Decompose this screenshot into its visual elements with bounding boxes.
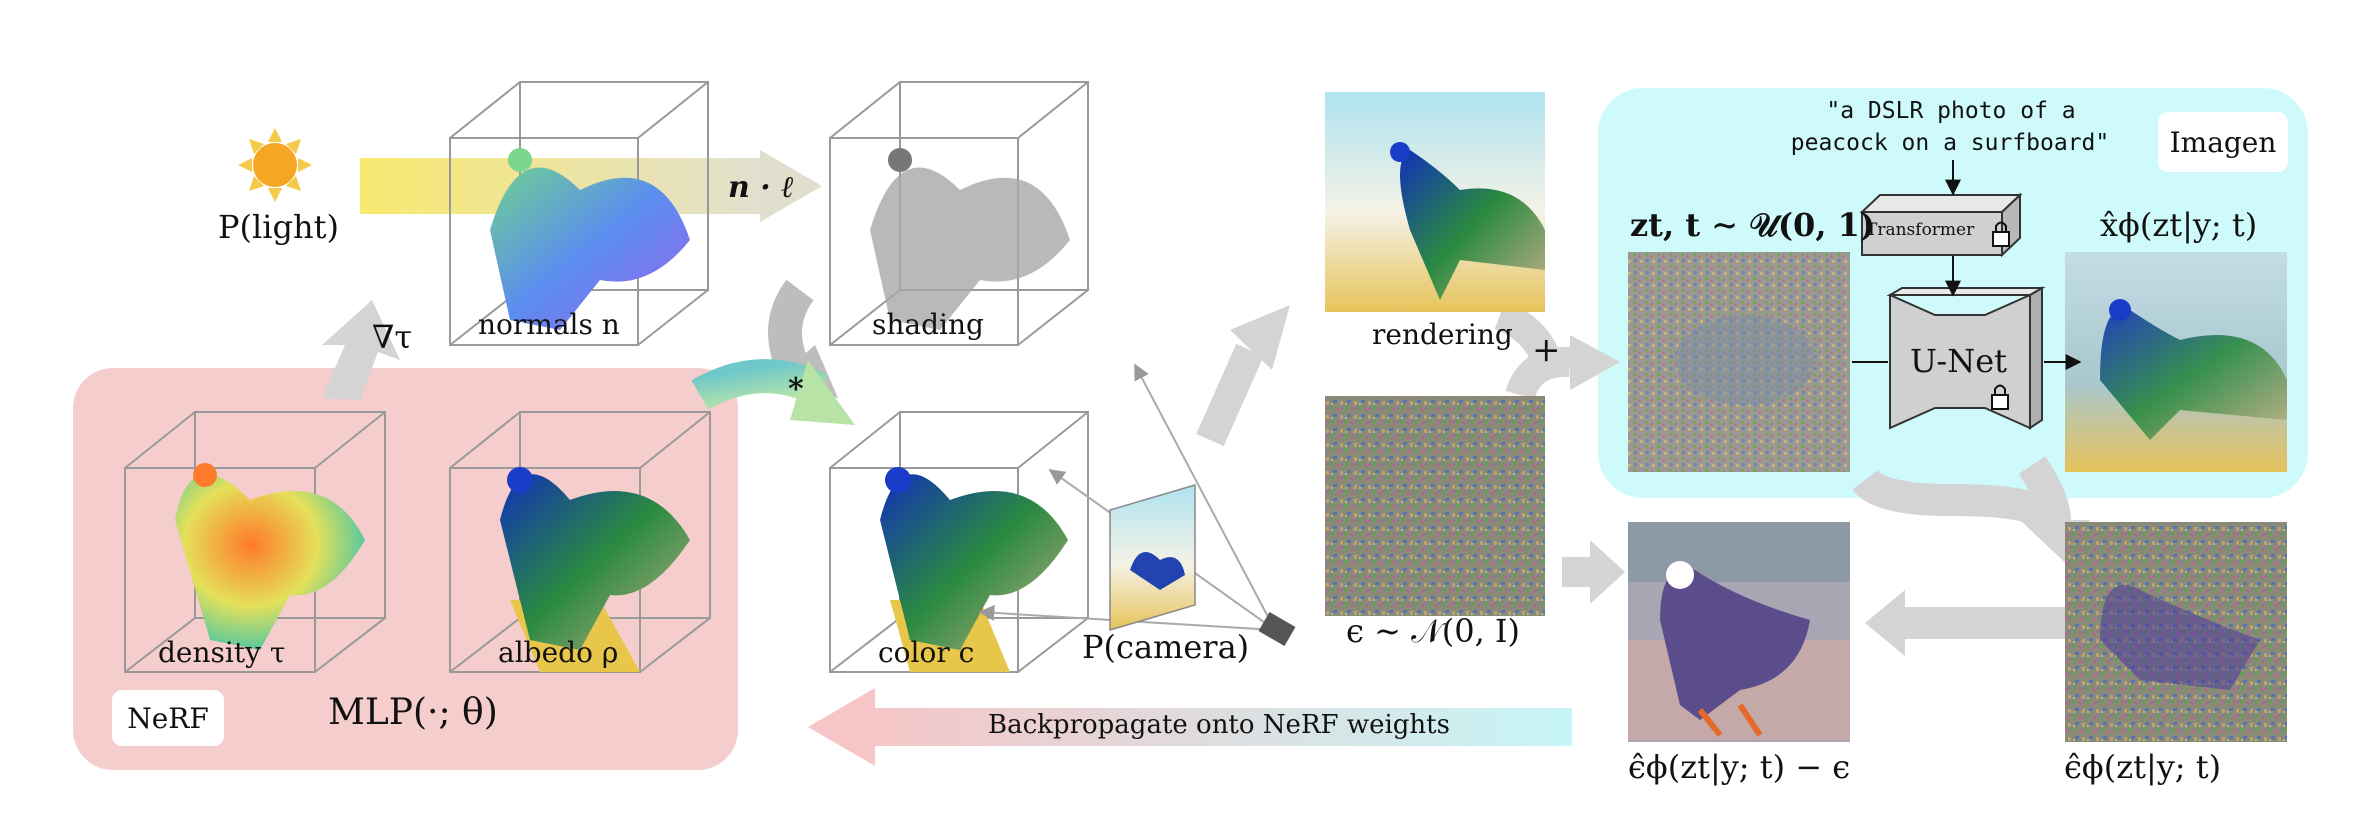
transformer-label: Transformer	[1866, 220, 1975, 240]
multiply-symbol: *	[788, 372, 804, 407]
shading-peacock	[870, 148, 1070, 330]
albedo-peacock	[500, 467, 690, 672]
camera-icon	[1258, 611, 1296, 647]
xhat-label: x̂ϕ(zt|y; t)	[2100, 206, 2258, 244]
zt-label: zt, t ∼ 𝒰(0, 1)	[1630, 206, 1876, 244]
camera-image-plane	[1109, 483, 1196, 632]
epshat-to-diff-arrow	[1865, 590, 1905, 656]
imagen-to-epshat-arrow	[1852, 469, 2057, 528]
gradient-label: ∇τ	[372, 318, 413, 356]
mlp-label: MLP(·; θ)	[328, 692, 498, 733]
difference-label: ϵ̂ϕ(zt|y; t) − ϵ	[1628, 748, 1851, 786]
unet-label: U-Net	[1910, 342, 2008, 380]
rendering-image	[1325, 92, 1545, 312]
noise-image	[1325, 396, 1545, 616]
noisy-zt-image	[1628, 252, 1850, 472]
sun-icon	[238, 128, 312, 202]
camera-label: P(camera)	[1082, 628, 1250, 666]
light-label: P(light)	[218, 208, 339, 246]
noise-label: ϵ ∼ 𝒩(0, I)	[1346, 612, 1521, 650]
rendering-label: rendering	[1372, 318, 1513, 351]
epshat-image	[2065, 522, 2287, 742]
transformer-lock-icon	[1992, 221, 2010, 247]
epshat-label: ϵ̂ϕ(zt|y; t)	[2064, 748, 2222, 786]
imagen-tag: Imagen	[2158, 112, 2288, 172]
unet-lock-icon	[1991, 384, 2009, 410]
nerf-tag: NeRF	[112, 690, 224, 746]
prompt-line2: peacock on a surfboard"	[1790, 130, 2110, 156]
density-peacock	[175, 463, 365, 650]
xhat-image	[2065, 252, 2287, 472]
backprop-label: Backpropagate onto NeRF weights	[988, 710, 1450, 740]
noise-to-diff-arrow	[1590, 540, 1625, 604]
normals-peacock	[490, 148, 690, 330]
shading-label: shading	[872, 308, 984, 341]
normals-label: normals n	[478, 308, 620, 341]
color-label: color c	[878, 636, 975, 669]
albedo-label: albedo ρ	[498, 636, 619, 669]
light-beam-arrowhead	[760, 150, 822, 222]
density-label: density τ	[158, 636, 286, 669]
plus-symbol: +	[1532, 330, 1561, 370]
backprop-arrow	[870, 708, 1572, 746]
render-arrow	[1196, 343, 1264, 447]
dot-product-label: n · ℓ	[728, 170, 794, 205]
gradient-arrow	[322, 300, 400, 400]
difference-image	[1628, 522, 1850, 742]
prompt-line1: "a DSLR photo of a	[1826, 98, 2076, 124]
